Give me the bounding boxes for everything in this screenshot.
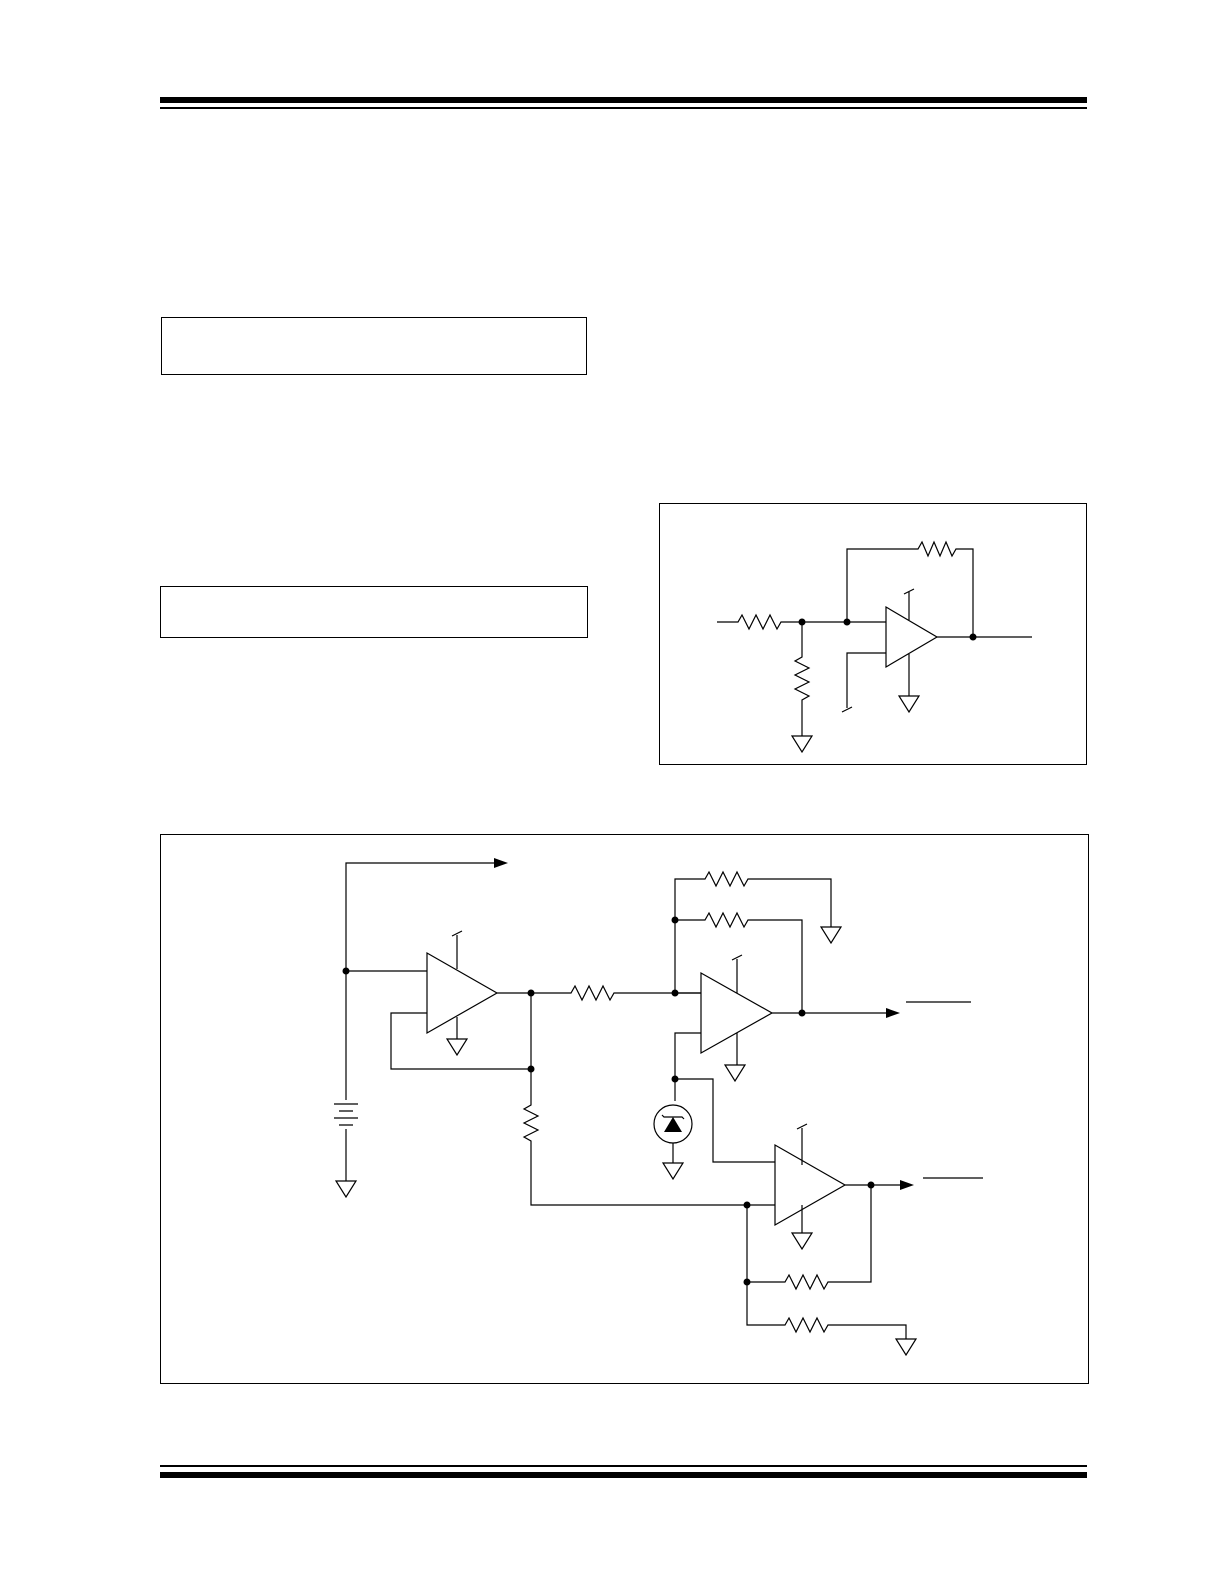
input-resistor	[717, 613, 802, 631]
note-box-2	[160, 586, 588, 638]
divider-resistor	[522, 1069, 747, 1206]
op-amp-buffer	[426, 951, 499, 1035]
ground-symbol	[445, 1038, 469, 1057]
footer-rule-thin	[160, 1465, 1087, 1467]
ground-symbol	[894, 1338, 918, 1357]
feedback-resistor	[846, 540, 974, 637]
figure-window-comparator-box	[160, 834, 1089, 1384]
junction-dot	[798, 1009, 806, 1017]
ground-symbol	[334, 1180, 358, 1199]
header-rule-thin	[160, 107, 1087, 109]
junction-dot	[969, 633, 977, 641]
op-amp	[885, 605, 939, 669]
ground-symbol	[819, 926, 843, 945]
ground-symbol	[897, 695, 921, 714]
op-amp-comparator-2	[774, 1143, 847, 1227]
junction-dot	[867, 1181, 875, 1189]
footer-rule-thick	[160, 1472, 1087, 1478]
arrow-head	[900, 1180, 914, 1190]
ground-symbol	[790, 735, 814, 754]
battery-symbol	[334, 1103, 358, 1126]
figure-amplifier-box	[659, 503, 1087, 765]
ground-symbol	[723, 1064, 747, 1083]
shunt-resistor	[793, 622, 811, 736]
arrow-head	[494, 858, 508, 868]
window-comparator-schematic	[334, 858, 983, 1357]
header-rule-thick	[160, 97, 1087, 103]
ground-symbol	[790, 1232, 814, 1251]
note-box-1	[161, 317, 587, 375]
ground-symbol	[661, 1162, 685, 1181]
amplifier-schematic	[717, 540, 1032, 754]
arrow-head	[886, 1008, 900, 1018]
